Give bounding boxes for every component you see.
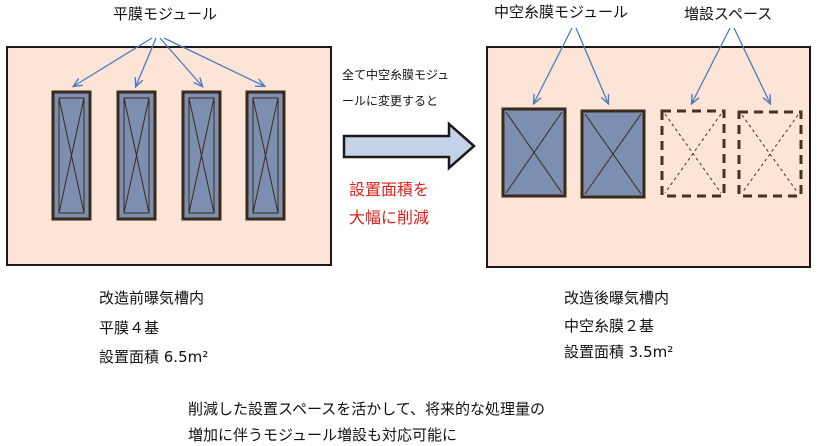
after-caption-title: 改造後曝気槽内 <box>564 289 670 307</box>
after-tank-panel <box>486 46 811 268</box>
before-caption-area: 設置面積 6.5m² <box>99 348 209 366</box>
transition-arrow <box>342 121 476 171</box>
expansion-space-callout-label: 増設スペース <box>684 5 773 23</box>
highlight-line-2: 大幅に削減 <box>349 208 430 227</box>
before-tank-panel <box>6 46 332 266</box>
arrow-note-line-2: ールに変更すると <box>342 94 439 108</box>
before-caption-count: 平膜４基 <box>99 319 160 337</box>
flat-membrane-callout-label: 平膜モジュール <box>113 5 217 23</box>
highlight-line-1: 設置面積を <box>349 180 430 199</box>
footer-line-1: 削減した設置スペースを活かして、将来的な処理量の <box>188 400 546 418</box>
hollow-fiber-callout-label: 中空糸膜モジュール <box>494 3 628 21</box>
after-caption-count: 中空糸膜２基 <box>564 317 655 335</box>
after-caption-area: 設置面積 3.5m² <box>564 343 674 361</box>
arrow-note-line-1: 全て中空糸膜モジュ <box>342 68 450 82</box>
footer-line-2: 増加に伴うモジュール増設も対応可能に <box>188 426 457 444</box>
before-caption-title: 改造前曝気槽内 <box>99 289 205 307</box>
